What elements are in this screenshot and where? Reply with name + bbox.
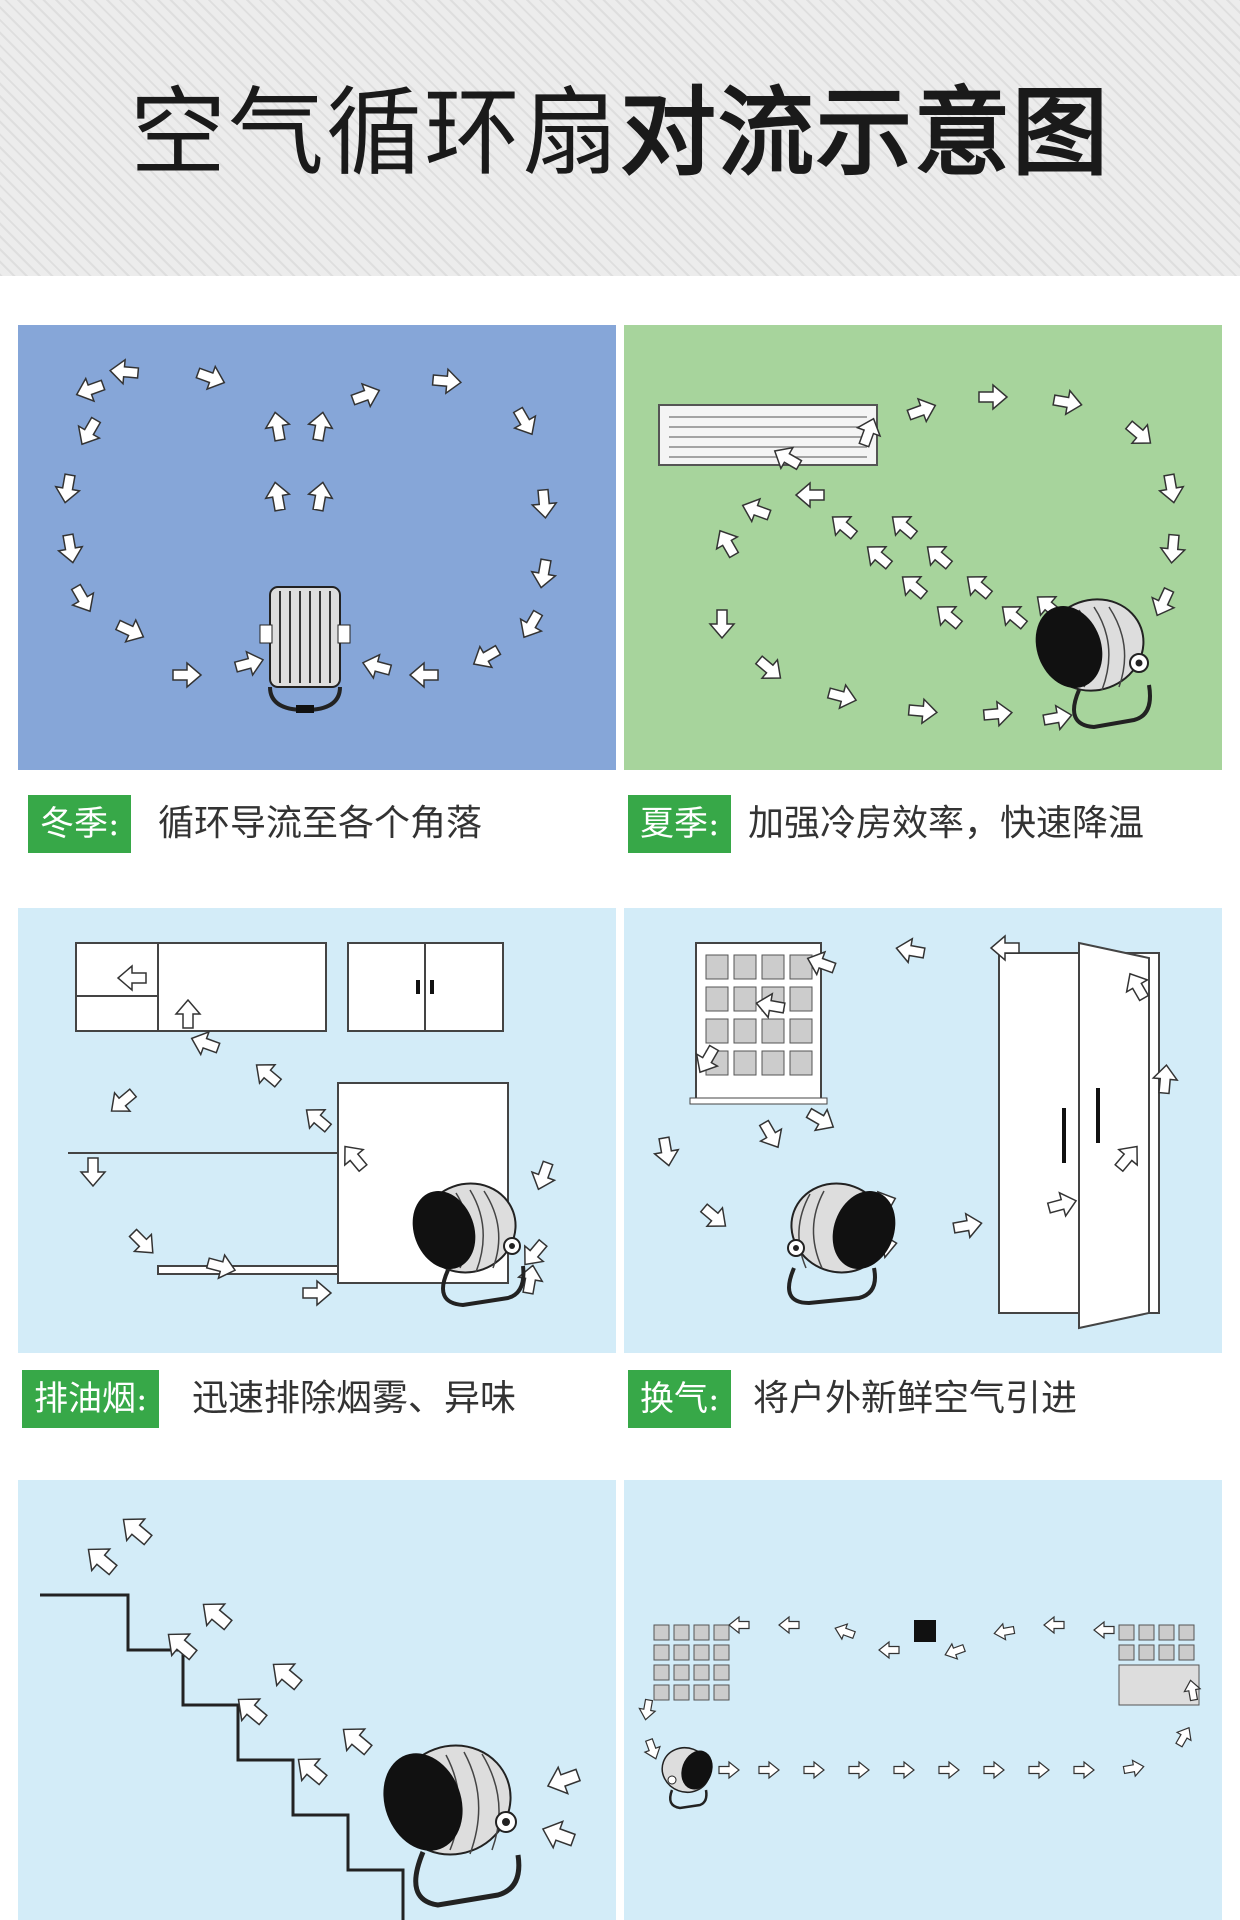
staircase (40, 1593, 405, 1920)
left-window-grid (653, 1624, 730, 1701)
caption-tag-vent: 换气: (628, 1370, 732, 1428)
rooms-diagram (638, 1615, 1202, 1810)
summer-airflow-arrows (708, 383, 1187, 732)
door-frame (998, 941, 1160, 1330)
smoke-airflow-arrows (79, 964, 557, 1307)
rooms-airflow-arrows (638, 1615, 1202, 1780)
kitchen-cabinets (68, 942, 509, 1284)
header-banner: 空气循环扇对流示意图 (0, 0, 1240, 276)
vent-fan (787, 1182, 896, 1306)
caption-summer: 夏季: 加强冷房效率，快速降温 (628, 795, 1228, 853)
caption-tag-winter: 冬季: (28, 795, 132, 853)
caption-desc-smoke: 迅速排除烟雾、异味 (192, 1378, 517, 1419)
caption-desc-winter: 循环导流至各个角落 (158, 803, 483, 844)
smoke-diagram (68, 942, 557, 1308)
title-light-part: 空气循环扇 (130, 77, 620, 189)
black-square (914, 1620, 936, 1642)
stairs-fan (383, 1744, 522, 1908)
winter-airflow-arrows (54, 358, 558, 689)
caption-tag-summer: 夏季: (628, 795, 732, 853)
panel-stairs (18, 1480, 616, 1920)
stairs-diagram (40, 1518, 582, 1920)
winter-fan (259, 586, 351, 713)
winter-diagram (54, 358, 558, 713)
caption-tag-smoke: 排油烟: (22, 1370, 160, 1428)
panel-smoke (18, 908, 616, 1353)
title-bold-part: 对流示意图 (620, 77, 1110, 189)
panel-vent (624, 908, 1222, 1353)
panel-summer (624, 325, 1222, 770)
page-title: 空气循环扇对流示意图 (0, 78, 1240, 188)
caption-vent: 换气: 将户外新鲜空气引进 (628, 1370, 1228, 1428)
caption-desc-vent: 将户外新鲜空气引进 (753, 1378, 1078, 1419)
vent-airflow-arrows (652, 934, 1179, 1260)
air-conditioner-unit (658, 404, 878, 466)
stairs-airflow-arrows (87, 1518, 582, 1850)
window-grid (689, 942, 828, 1105)
summer-fan (1035, 598, 1152, 730)
right-window-grid (1118, 1624, 1200, 1706)
panel-rooms (624, 1480, 1222, 1920)
rooms-fan (661, 1747, 713, 1810)
vent-diagram (652, 934, 1179, 1330)
caption-desc-summer: 加强冷房效率，快速降温 (748, 803, 1145, 844)
panel-winter (18, 325, 616, 770)
smoke-fan (412, 1182, 526, 1308)
caption-smoke: 排油烟: 迅速排除烟雾、异味 (22, 1370, 612, 1428)
caption-winter: 冬季: 循环导流至各个角落 (28, 795, 618, 853)
summer-diagram (658, 383, 1187, 732)
